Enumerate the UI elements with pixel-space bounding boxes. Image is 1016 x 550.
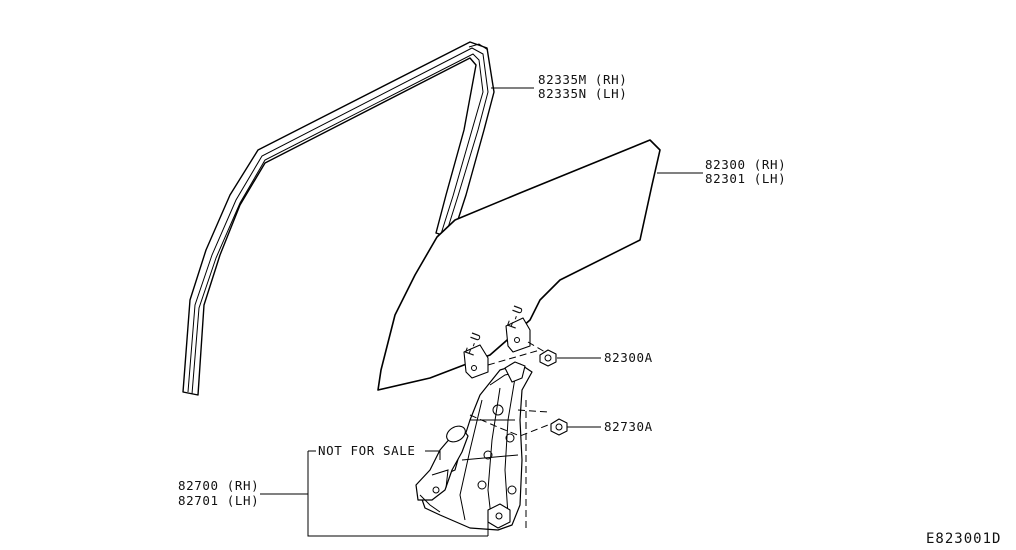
- callout-glass-bolt: 82300A: [604, 350, 653, 365]
- callout-regulator-rh: 82700 (RH): [178, 478, 259, 493]
- window-regulator: [415, 361, 533, 531]
- regulator-bolt: [550, 418, 568, 436]
- callout-regulator-lh: 82701 (LH): [178, 493, 259, 508]
- callout-sash-rh: 82335M (RH): [538, 72, 627, 87]
- figure-code: E823001D: [926, 531, 1001, 547]
- leader-lines: [260, 87, 703, 537]
- glass-bracket-front: F-U: [462, 330, 489, 379]
- glass-bolt-guides: [487, 341, 546, 366]
- callout-sash-lh: 82335N (LH): [538, 86, 627, 101]
- regulator-bolt-guides: [469, 400, 549, 530]
- not-for-sale-label: NOT FOR SALE: [318, 443, 416, 458]
- glass-bolt: [539, 349, 557, 367]
- callout-glass-rh: 82300 (RH): [705, 157, 786, 172]
- callout-glass-lh: 82301 (LH): [705, 171, 786, 186]
- callout-regulator-bolt: 82730A: [604, 419, 653, 434]
- glass-bracket-rear: F-U: [504, 303, 531, 353]
